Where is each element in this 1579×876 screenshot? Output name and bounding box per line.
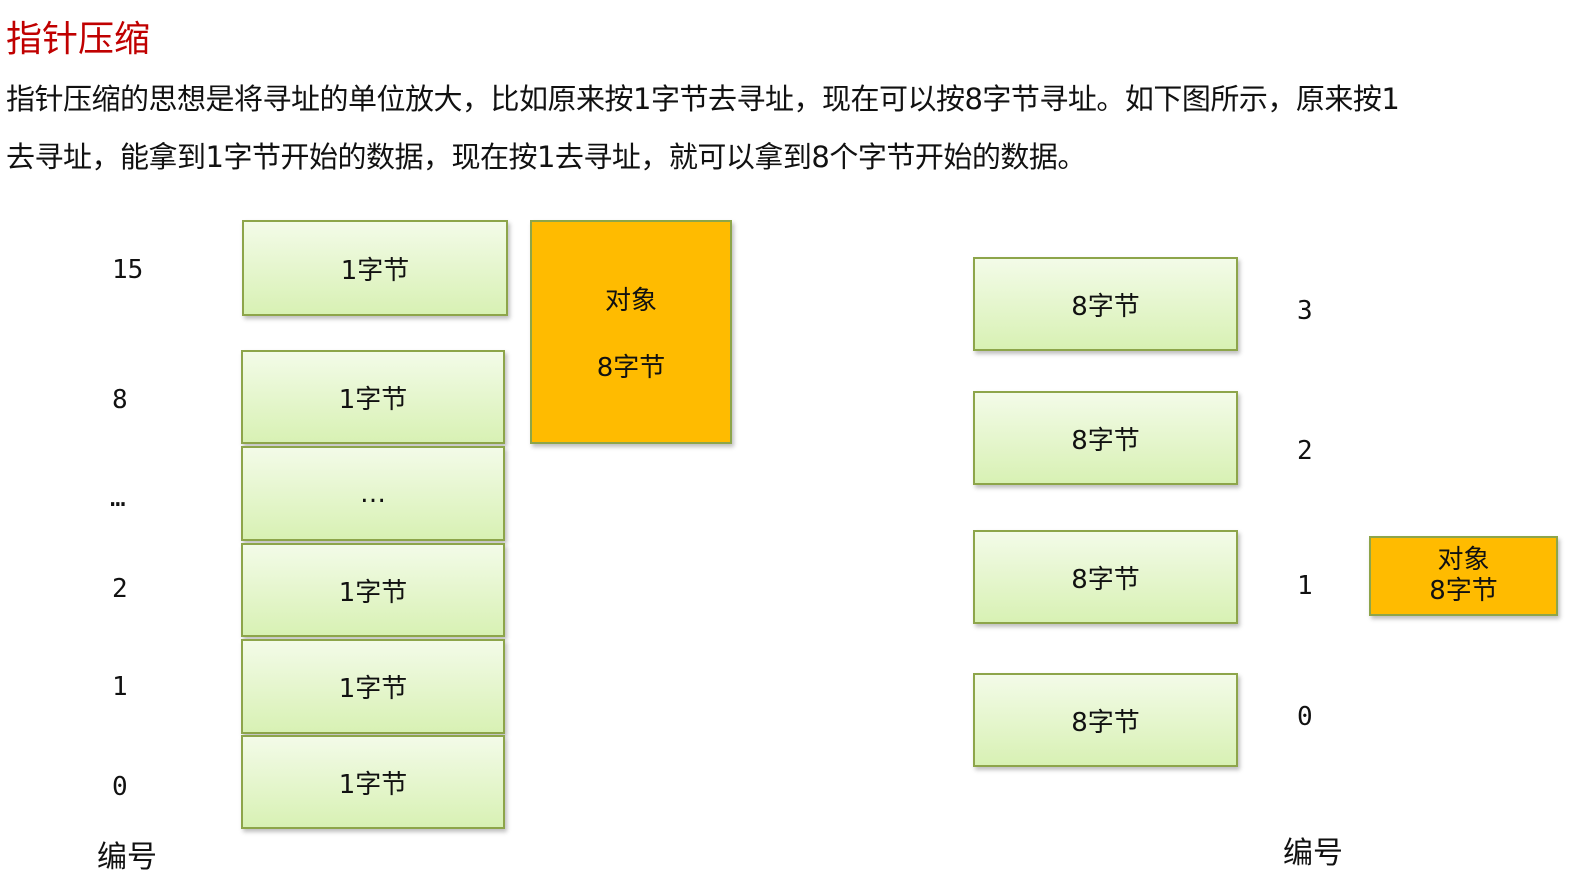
paragraph-line-2: 去寻址，能拿到1字节开始的数据，现在按1去寻址，就可以拿到8个字节开始的数据。 <box>6 140 1086 174</box>
byte-cell: 1字节 <box>241 543 505 637</box>
byte-cell: 1字节 <box>242 220 508 316</box>
object-name: 对象 <box>1437 544 1490 575</box>
word-cell: 8字节 <box>973 530 1238 624</box>
object-block: 对象 8字节 <box>530 220 732 444</box>
index-axis-label: 编号 <box>97 840 157 875</box>
index-label: 0 <box>112 772 128 802</box>
index-label: 2 <box>112 574 128 604</box>
index-label: … <box>110 483 126 513</box>
byte-cell: 1字节 <box>241 735 505 829</box>
index-label: 3 <box>1297 296 1313 326</box>
object-block: 对象 8字节 <box>1369 536 1558 616</box>
object-size: 8字节 <box>1429 576 1498 606</box>
page-title: 指针压缩 <box>6 19 151 60</box>
index-label: 2 <box>1297 436 1313 466</box>
byte-cell: 1字节 <box>241 350 505 444</box>
byte-cell: 1字节 <box>241 639 505 734</box>
index-label: 1 <box>1297 571 1313 601</box>
index-label: 8 <box>112 385 128 415</box>
paragraph-line-1: 指针压缩的思想是将寻址的单位放大，比如原来按1字节去寻址，现在可以按8字节寻址。… <box>6 82 1400 116</box>
object-name: 对象 <box>604 286 657 316</box>
word-cell: 8字节 <box>973 257 1238 351</box>
object-size: 8字节 <box>596 353 666 383</box>
word-cell: 8字节 <box>973 391 1238 485</box>
index-label: 15 <box>112 255 144 285</box>
index-label: 1 <box>112 672 128 702</box>
word-cell: 8字节 <box>973 673 1238 767</box>
byte-cell: … <box>241 446 505 541</box>
index-axis-label: 编号 <box>1283 836 1343 871</box>
index-label: 0 <box>1297 702 1313 732</box>
